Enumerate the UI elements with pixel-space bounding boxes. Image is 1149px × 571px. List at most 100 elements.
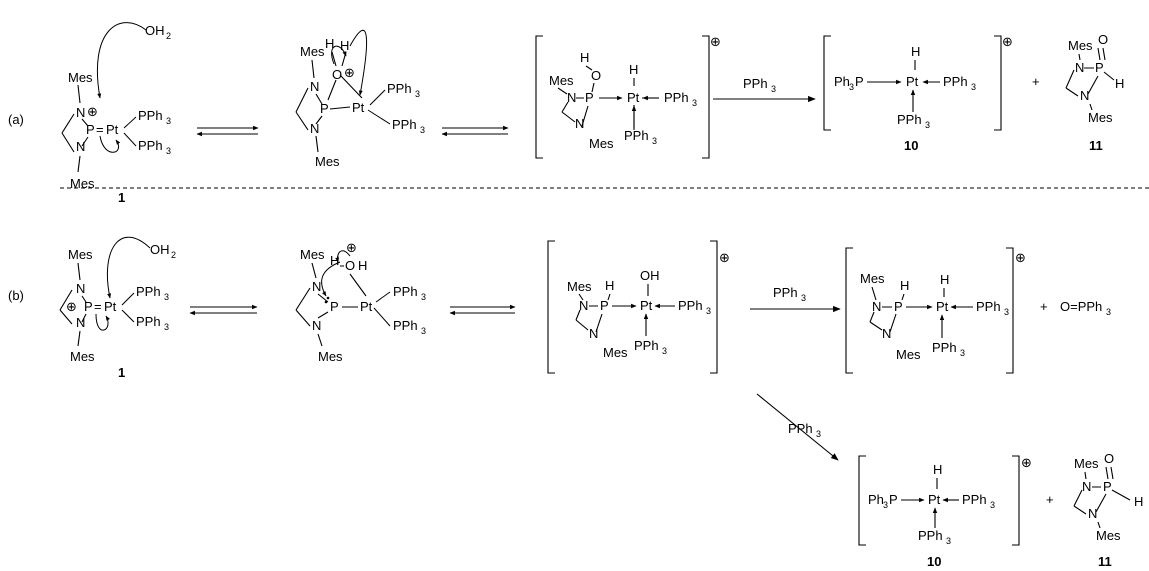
cationic-intermediate-a: ⊕ H O Mes N P Pt H PPh 3 N Mes PPh 3 — [535, 34, 721, 159]
pph3-ligand: PPh — [962, 492, 987, 507]
p-atom: P — [585, 90, 594, 105]
row-a: (a) Mes Mes N N P = Pt ⊕ PPh 3 PPh 3 OH … — [8, 22, 1124, 205]
pt-atom: Pt — [640, 298, 653, 313]
pph3-ligand: PPh — [976, 299, 1001, 314]
p-atom: P — [1095, 60, 1104, 75]
p-atom: P — [889, 492, 898, 507]
cationic-intermediate-b: ⊕ Mes N P H Pt OH PPh 3 N Mes PPh 3 — [547, 240, 730, 374]
o-atom: O — [591, 68, 601, 83]
equilibrium-arrow — [196, 125, 259, 137]
pph3-ligand: PPh — [136, 314, 161, 329]
n-atom: N — [310, 79, 319, 94]
mes-label: Mes — [68, 247, 93, 262]
pt-atom: Pt — [928, 492, 941, 507]
o-atom: O — [332, 67, 342, 82]
mes-label: Mes — [315, 154, 340, 169]
svg-text:3: 3 — [971, 82, 976, 92]
mes-label: Mes — [860, 271, 885, 286]
charge-plus: ⊕ — [1015, 250, 1026, 265]
equilibrium-arrow — [449, 304, 516, 316]
pt-atom: Pt — [106, 122, 119, 137]
o-atom: O — [345, 258, 355, 273]
svg-text:3: 3 — [164, 322, 169, 332]
svg-text:3: 3 — [415, 89, 420, 99]
pph3-ligand: PPh — [138, 108, 163, 123]
ph3p-ligand: Ph — [834, 74, 850, 89]
pt-atom: Pt — [936, 299, 949, 314]
pph3-ligand: PPh — [136, 284, 161, 299]
compound-1-a: Mes Mes N N P = Pt ⊕ PPh 3 PPh 3 OH 2 1 — [61, 22, 171, 205]
n-atom: N — [76, 139, 85, 154]
compound-label-11: 11 — [1098, 554, 1112, 569]
p-atom: P — [894, 299, 903, 314]
mes-label: Mes — [318, 349, 343, 364]
compound-label-1: 1 — [118, 190, 125, 205]
p-atom: P — [855, 74, 864, 89]
p-atom: P — [320, 101, 329, 116]
h-atom: H — [580, 50, 589, 65]
mes-label: Mes — [300, 44, 325, 59]
p-atom: P — [86, 122, 95, 137]
pph3-ligand: PPh — [393, 318, 418, 333]
charge-plus: ⊕ — [346, 240, 357, 255]
mes-label: Mes — [567, 279, 592, 294]
n-atom: N — [1088, 506, 1097, 521]
product-10-b: ⊕ H Ph 3 P Pt PPh 3 PPh 3 10 — [858, 455, 1032, 569]
svg-text:3: 3 — [662, 346, 667, 356]
charge-plus: ⊕ — [710, 34, 721, 49]
mes-label: Mes — [896, 347, 921, 362]
svg-text:3: 3 — [652, 136, 657, 146]
row-a-label: (a) — [8, 112, 24, 127]
charge-plus: ⊕ — [87, 104, 98, 119]
reagent-label: PPh — [788, 421, 813, 436]
pph3-ligand: PPh — [664, 90, 689, 105]
n-atom: N — [567, 90, 576, 105]
pt-atom: Pt — [104, 299, 117, 314]
charge-plus: ⊕ — [719, 250, 730, 265]
pt-atom: Pt — [360, 299, 373, 314]
pph3-ligand: PPh — [897, 112, 922, 127]
mes-label: Mes — [70, 349, 95, 364]
pph3-ligand: PPh — [918, 528, 943, 543]
svg-text:3: 3 — [421, 326, 426, 336]
h-atom: H — [340, 38, 349, 53]
n-atom: N — [76, 281, 85, 296]
svg-text:3: 3 — [990, 500, 995, 510]
svg-text:3: 3 — [166, 116, 171, 126]
h-atom: H — [1115, 76, 1124, 91]
plus-sign: + — [1046, 492, 1054, 507]
h-atom: H — [933, 462, 942, 477]
pph3-ligand: PPh — [624, 128, 649, 143]
h-atom: H — [325, 36, 334, 51]
pph3-ligand: PPh — [634, 338, 659, 353]
charge-plus: ⊕ — [1002, 34, 1013, 49]
svg-text:3: 3 — [1106, 307, 1111, 317]
pt-atom: Pt — [627, 90, 640, 105]
compound-label-11: 11 — [1089, 138, 1103, 153]
pt-atom: Pt — [352, 100, 365, 115]
svg-text:3: 3 — [816, 429, 821, 439]
svg-text:2: 2 — [171, 250, 176, 260]
ph3p-ligand: Ph — [868, 492, 884, 507]
intermediate-a-1: Mes Mes N N P Pt O H H ⊕ PPh 3 PPh 3 — [295, 29, 425, 169]
reaction-arrow: PPh 3 — [750, 285, 841, 313]
pph3-ligand: PPh — [393, 284, 418, 299]
mes-label: Mes — [589, 136, 614, 151]
svg-text:3: 3 — [706, 306, 711, 316]
mes-label: Mes — [300, 247, 325, 262]
plus-sign: + — [1040, 299, 1048, 314]
mes-label: Mes — [68, 70, 93, 85]
compound-1-b: Mes Mes N N ⊕ P = Pt PPh 3 PPh 3 OH 2 1 — [59, 236, 176, 380]
compound-label-10: 10 — [904, 138, 918, 153]
svg-text:3: 3 — [692, 98, 697, 108]
n-atom: N — [872, 299, 881, 314]
pt-atom: Pt — [906, 74, 919, 89]
charge-plus: ⊕ — [1021, 455, 1032, 470]
n-atom: N — [76, 105, 85, 120]
n-atom: N — [579, 298, 588, 313]
pph3-ligand: PPh — [392, 117, 417, 132]
mes-label: Mes — [1074, 456, 1099, 471]
compound-label-1: 1 — [118, 365, 125, 380]
svg-text:3: 3 — [420, 125, 425, 135]
